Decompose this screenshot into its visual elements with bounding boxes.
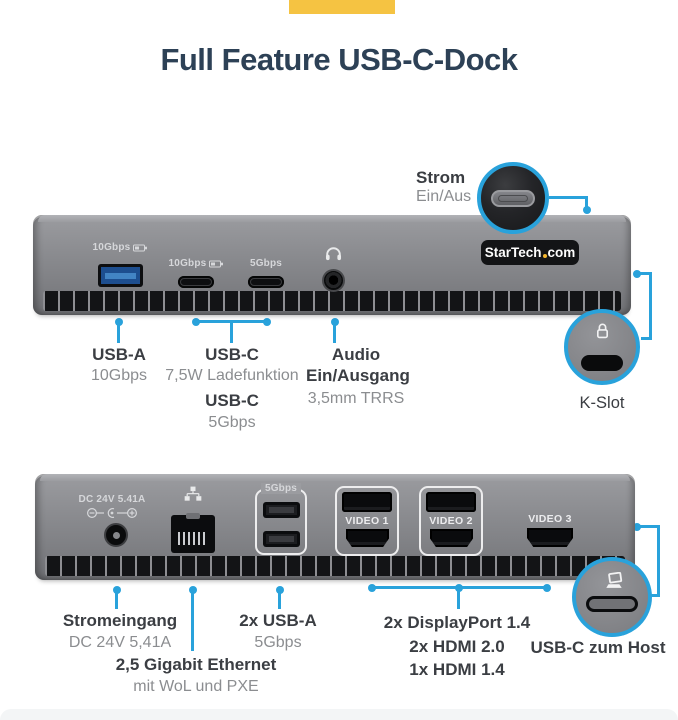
power-in-label-dot xyxy=(113,586,121,594)
host-leader-line xyxy=(657,525,660,597)
power-button-callout xyxy=(477,162,549,234)
video3-label: VIDEO 3 xyxy=(528,513,572,525)
audio-label-dot xyxy=(331,318,339,326)
bottom-page-band xyxy=(0,709,678,720)
kslot-leader-line xyxy=(640,272,652,275)
lock-icon xyxy=(597,323,608,339)
kslot-leader-line xyxy=(641,337,652,340)
usbc1-port xyxy=(178,276,214,288)
usba-label-dot xyxy=(115,318,123,326)
usbc-host-port xyxy=(586,596,638,612)
dock-front-view: 10Gbps 10Gbps 5Gbps xyxy=(33,215,631,315)
polarity-icon xyxy=(86,507,137,519)
dock-back-view: DC 24V 5.41A 5Gbps xyxy=(35,474,635,580)
power-callout-title: Strom xyxy=(416,168,466,187)
usba-back-badge: 5Gbps xyxy=(261,483,301,494)
vent-slots xyxy=(45,556,625,576)
kslot-callout xyxy=(564,309,640,385)
logo-dot xyxy=(542,254,547,258)
video2-label: VIDEO 2 xyxy=(429,515,473,527)
power-in-label-sub: DC 24V 5,41A xyxy=(68,634,172,651)
dc-power-port xyxy=(104,523,128,547)
ethernet-label-sub: mit WoL und PXE xyxy=(133,678,259,695)
usba-back-label-line xyxy=(278,592,281,609)
usba-label-sub: 10Gbps xyxy=(90,367,148,384)
usbc-bracket-line xyxy=(195,320,269,323)
usbc-label-sub: 7,5W Ladefunktion xyxy=(165,367,299,384)
usbc2-speed-badge: 5Gbps xyxy=(249,258,283,269)
usba-back-label-title: 2x USB-A xyxy=(239,611,317,630)
usbc2-label-title: USB-C xyxy=(205,391,259,410)
power-in-label-line xyxy=(115,592,118,609)
video-bracket-stem xyxy=(457,589,460,609)
video1-outline xyxy=(335,486,399,556)
host-leader-dot xyxy=(633,523,641,531)
video1-label: VIDEO 1 xyxy=(345,515,389,527)
power-leader-line xyxy=(549,196,588,199)
video-bracket-dot xyxy=(455,584,463,592)
kslot-label: K-Slot xyxy=(579,394,625,412)
kslot-leader-line xyxy=(649,272,652,340)
displayport1-port xyxy=(342,492,392,512)
ethernet-label-line xyxy=(191,592,194,651)
usba-back-label-sub: 5Gbps xyxy=(254,634,302,651)
host-label: USB-C zum Host xyxy=(530,638,666,657)
vent-slots xyxy=(43,291,621,311)
hdmi1-port xyxy=(346,529,389,547)
host-leader-line xyxy=(640,525,660,528)
usba-label-line xyxy=(117,324,120,343)
usba-back-port-2 xyxy=(263,531,300,547)
usbc2-port xyxy=(248,276,284,288)
usba-port xyxy=(98,264,143,287)
video2-outline xyxy=(419,486,483,556)
usba-back-label-dot xyxy=(276,586,284,594)
usba-label-title: USB-A xyxy=(92,345,146,364)
power-in-label-title: Stromeingang xyxy=(62,611,178,630)
usbc-host-callout xyxy=(572,557,652,637)
hdmi2-port xyxy=(430,529,473,547)
usbc-bracket-dot xyxy=(263,318,271,326)
displayport2-port xyxy=(426,492,476,512)
power-leader-line xyxy=(585,196,588,209)
video-label-line1: 2x DisplayPort 1.4 xyxy=(383,613,531,632)
headphones-icon xyxy=(325,247,342,261)
ethernet-label-dot xyxy=(189,586,197,594)
usba-speed-badge: 10Gbps xyxy=(84,242,156,253)
kensington-slot xyxy=(581,355,623,371)
audio-label-sub: 3,5mm TRRS xyxy=(307,390,405,407)
usba-back-port-1 xyxy=(263,502,300,518)
audio-jack-port xyxy=(322,269,345,292)
video-bracket-dot xyxy=(543,584,551,592)
video-label-line3: 1x HDMI 1.4 xyxy=(409,660,505,679)
power-callout-subtitle: Ein/Aus xyxy=(416,188,472,205)
dc-input-badge: DC 24V 5.41A xyxy=(78,494,146,505)
battery-icon xyxy=(209,260,224,267)
hdmi3-port xyxy=(527,528,573,547)
audio-label-title2: Ein/Ausgang xyxy=(306,366,410,385)
usbc-label-title: USB-C xyxy=(205,345,259,364)
usbc-bracket-dot xyxy=(192,318,200,326)
power-button-icon xyxy=(491,190,535,207)
ethernet-icon xyxy=(184,486,202,501)
video-bracket-dot xyxy=(368,584,376,592)
usbc-bracket-stem xyxy=(230,323,233,343)
video-label-line2: 2x HDMI 2.0 xyxy=(409,637,505,656)
audio-label-title: Audio xyxy=(331,345,381,364)
ethernet-label-title: 2,5 Gigabit Ethernet xyxy=(115,655,277,674)
battery-icon xyxy=(133,244,148,251)
ethernet-port xyxy=(171,513,215,553)
usbc2-label-sub: 5Gbps xyxy=(208,414,256,431)
audio-label-line xyxy=(333,324,336,343)
laptop-icon xyxy=(606,572,623,588)
usbc1-speed-badge: 10Gbps xyxy=(160,258,232,269)
kslot-leader-dot xyxy=(633,270,641,278)
host-leader-line xyxy=(649,594,660,597)
page-title: Full Feature USB-C-Dock xyxy=(160,42,518,77)
power-leader-dot xyxy=(583,206,591,214)
brand-accent-bar xyxy=(289,0,395,14)
